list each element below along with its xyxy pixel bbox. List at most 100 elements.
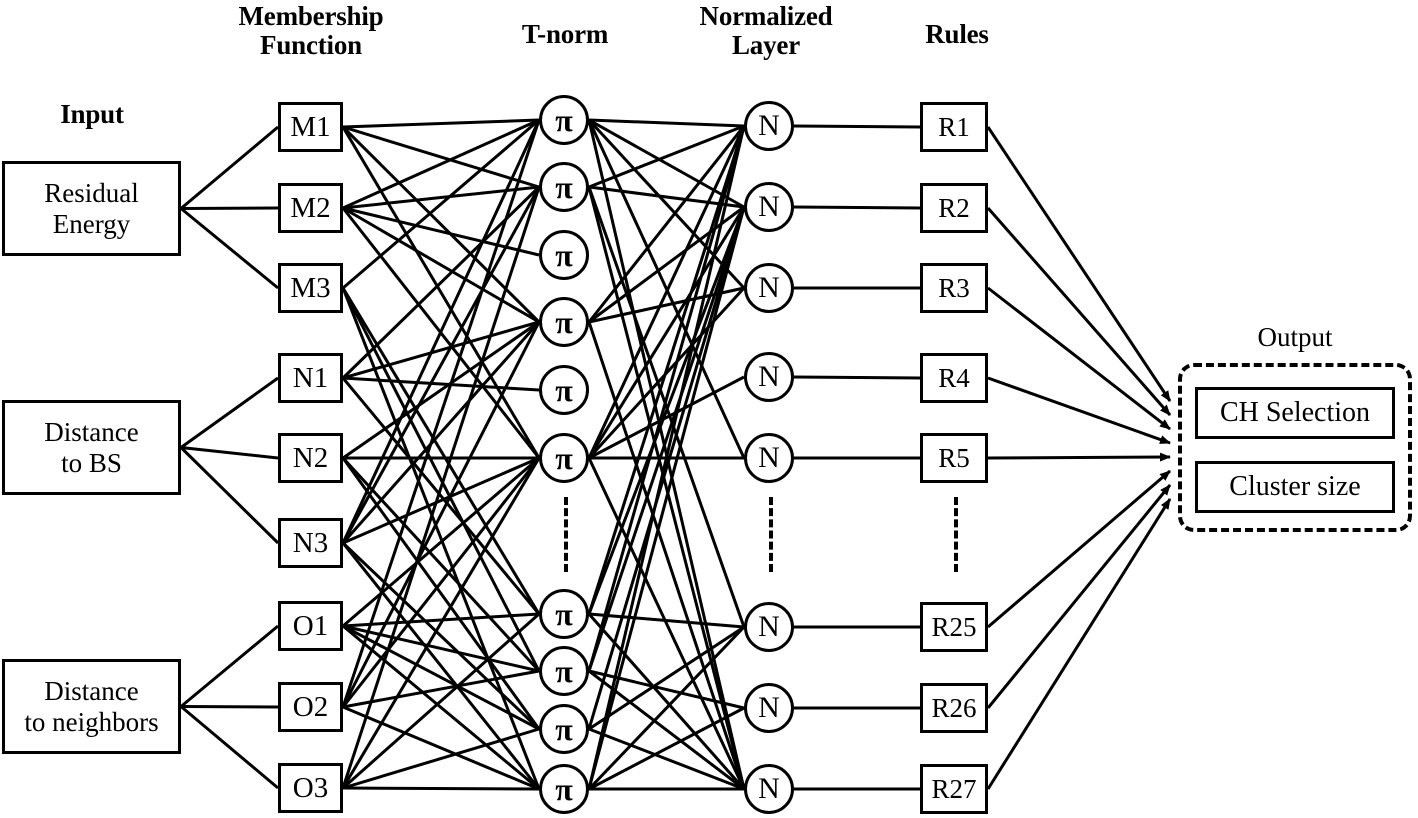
mf-node-o1[interactable]: O1 — [278, 601, 343, 651]
mf-node-n3[interactable]: N3 — [278, 518, 343, 568]
tnorm-node-pi10[interactable]: π — [539, 764, 589, 814]
mf-node-m3-label: M3 — [290, 271, 331, 304]
edge-tnorm-to-normalized — [587, 206, 746, 790]
edge-mf-to-tnorm — [341, 456, 541, 673]
edge-rule-to-output — [987, 286, 1171, 431]
edge-mf-to-tnorm — [342, 376, 540, 392]
normalized-node-n-4[interactable]: N — [744, 352, 794, 402]
tnorm-node-pi5-label: π — [555, 371, 573, 408]
output-item-cluster-size-label: Cluster size — [1229, 471, 1361, 502]
mf-node-m2[interactable]: M2 — [278, 183, 343, 233]
edge-rule-to-output — [986, 207, 1172, 416]
edge-mf-to-tnorm — [341, 126, 541, 459]
normalized-node-n-8[interactable]: N — [744, 764, 794, 814]
mf-node-o3[interactable]: O3 — [278, 763, 343, 813]
normalized-node-n-7[interactable]: N — [744, 683, 794, 733]
header-t-norm: T-norm — [505, 19, 625, 49]
edge-mf-to-tnorm — [342, 118, 540, 129]
edge-mf-to-tnorm — [342, 727, 540, 790]
edge-mf-to-tnorm — [342, 456, 540, 628]
mf-node-m1[interactable]: M1 — [278, 102, 343, 152]
tnorm-node-pi9[interactable]: π — [539, 704, 589, 754]
edge-mf-to-tnorm — [342, 206, 540, 257]
edge-tnorm-to-normalized — [588, 286, 745, 324]
edge-tnorm-to-normalized — [587, 118, 746, 290]
normalized-node-n-2-label: N — [758, 190, 780, 223]
tnorm-node-pi3-label: π — [555, 236, 573, 273]
normalized-node-n-5[interactable]: N — [744, 433, 794, 483]
output-item-cluster-size[interactable]: Cluster size — [1195, 461, 1395, 513]
edge-rule-to-output — [986, 484, 1172, 709]
edge-normalized-to-rule — [793, 124, 921, 129]
edge-tnorm-to-normalized — [587, 119, 746, 459]
rule-node-r1[interactable]: R1 — [920, 102, 988, 152]
edge-input-to-mf — [180, 206, 279, 210]
edge-mf-to-tnorm — [341, 287, 541, 790]
rule-node-r4[interactable]: R4 — [920, 353, 988, 403]
normalized-node-n-6[interactable]: N — [744, 602, 794, 652]
tnorm-node-pi7[interactable]: π — [539, 589, 589, 639]
edge-mf-to-tnorm — [341, 457, 541, 708]
edge-rule-to-output — [987, 452, 1171, 462]
output-item-ch-selection[interactable]: CH Selection — [1195, 387, 1395, 439]
mf-node-n2[interactable]: N2 — [278, 433, 343, 483]
edge-tnorm-to-normalized — [588, 375, 745, 460]
edge-tnorm-to-normalized — [587, 206, 746, 730]
edge-tnorm-to-normalized — [587, 206, 746, 672]
edge-tnorm-to-normalized — [587, 186, 746, 790]
rule-node-r27-label: R27 — [931, 773, 977, 804]
edge-tnorm-to-normalized — [588, 612, 745, 629]
tnorm-node-pi6[interactable]: π — [539, 433, 589, 483]
edge-tnorm-to-normalized — [588, 205, 745, 324]
mf-node-m2-label: M2 — [290, 191, 331, 224]
edge-rule-to-output — [987, 376, 1171, 445]
edge-mf-to-tnorm — [342, 624, 540, 673]
mf-node-o2[interactable]: O2 — [278, 682, 343, 732]
normalized-node-n-2[interactable]: N — [744, 182, 794, 232]
normalized-node-n-3[interactable]: N — [744, 263, 794, 313]
tnorm-node-pi8[interactable]: π — [539, 646, 589, 696]
edge-mf-to-tnorm — [341, 119, 541, 544]
tnorm-node-pi7-label: π — [555, 595, 573, 632]
edge-input-to-mf — [180, 624, 279, 708]
tnorm-node-pi2-label: π — [555, 168, 573, 205]
normalized-node-n-1[interactable]: N — [744, 101, 794, 151]
rule-node-r5[interactable]: R5 — [920, 433, 988, 483]
rule-node-r3[interactable]: R3 — [920, 263, 988, 313]
edge-mf-to-tnorm — [341, 186, 541, 789]
rule-node-r26[interactable]: R26 — [920, 683, 988, 733]
edges-input-to-membership — [179, 125, 280, 790]
tnorm-node-pi5[interactable]: π — [539, 365, 589, 415]
edge-tnorm-to-normalized — [587, 321, 746, 790]
edge-mf-to-tnorm — [342, 669, 540, 709]
edge-tnorm-to-normalized — [588, 706, 745, 791]
edge-mf-to-tnorm — [341, 457, 541, 730]
mf-node-n1[interactable]: N1 — [278, 353, 343, 403]
rule-node-r27[interactable]: R27 — [920, 764, 988, 814]
tnorm-node-pi4[interactable]: π — [539, 297, 589, 347]
normalized-node-n-3-label: N — [758, 271, 780, 304]
edge-mf-to-tnorm — [342, 624, 540, 791]
tnorm-node-pi3[interactable]: π — [539, 230, 589, 280]
mf-node-m3[interactable]: M3 — [278, 263, 343, 313]
edge-input-to-mf — [179, 446, 280, 545]
normalized-node-n-7-label: N — [758, 691, 780, 724]
edge-tnorm-to-normalized — [588, 118, 745, 128]
edge-mf-to-tnorm — [341, 321, 541, 708]
edge-mf-to-tnorm — [341, 541, 541, 731]
edges-tnorm-to-normalized — [587, 118, 746, 791]
tnorm-node-pi1[interactable]: π — [539, 95, 589, 145]
edge-tnorm-to-normalized — [588, 625, 745, 731]
edge-tnorm-to-normalized — [587, 119, 746, 790]
rule-node-r25[interactable]: R25 — [920, 602, 988, 652]
edge-mf-to-tnorm — [342, 624, 540, 731]
tnorm-node-pi2[interactable]: π — [539, 162, 589, 212]
rule-node-r2[interactable]: R2 — [920, 183, 988, 233]
